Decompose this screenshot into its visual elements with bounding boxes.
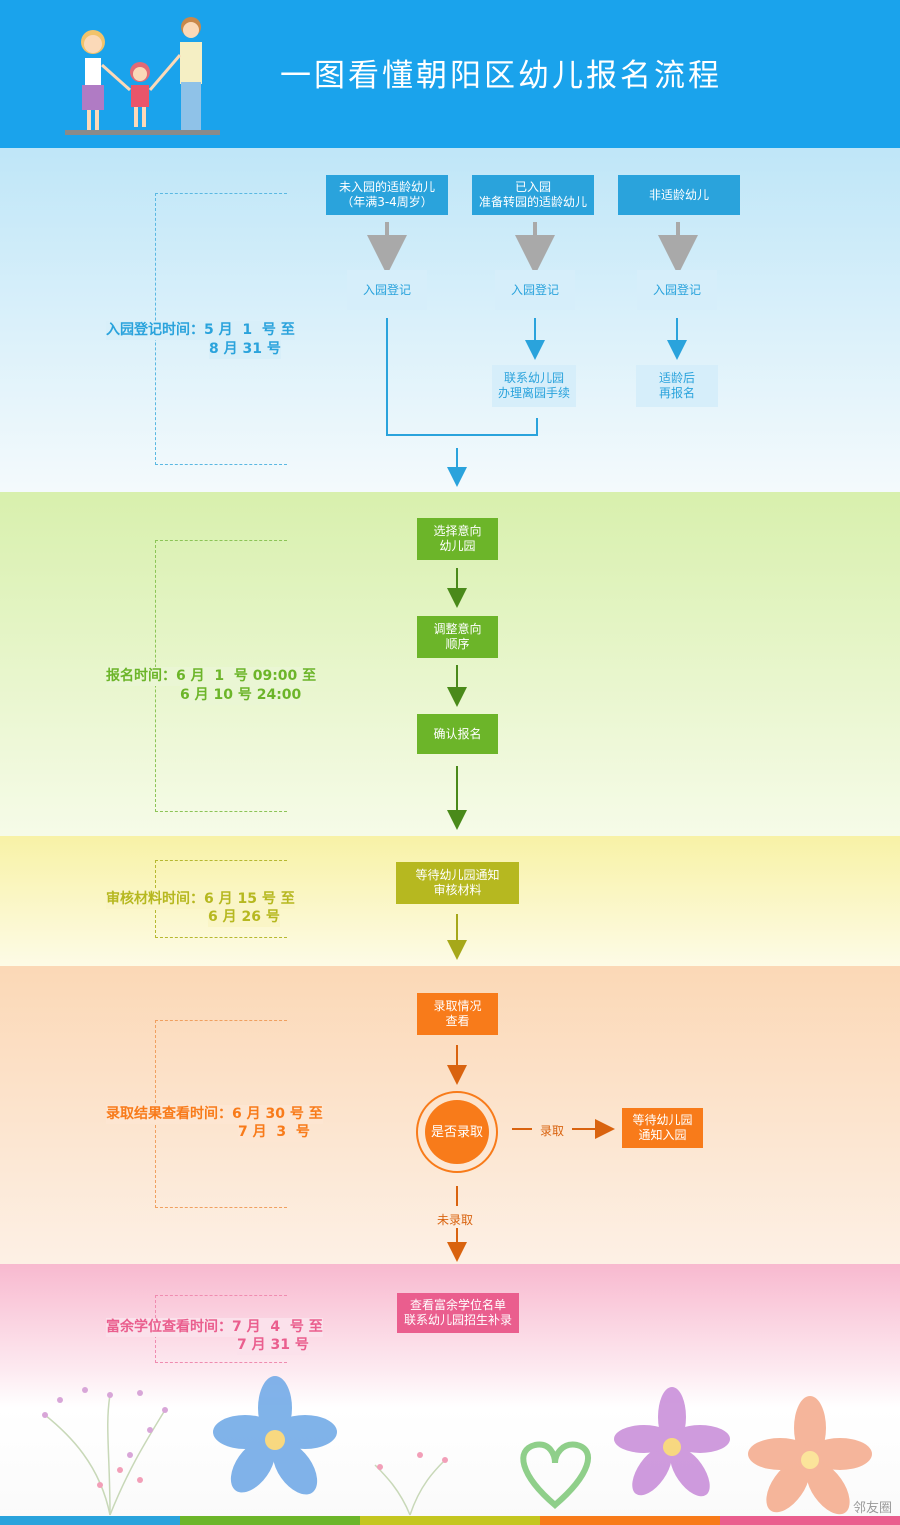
step-register-2: 入园登记 [495,270,575,310]
step-confirm-registration: 确认报名 [417,714,498,754]
step-choose-kindergarten: 选择意向 幼儿园 [417,518,498,560]
step-register-1: 入园登记 [347,270,427,310]
decision-ring [416,1091,498,1173]
footer-bar-yellow [360,1516,540,1525]
registration-time-line1: 入园登记时间：5 月 1 号 至 [106,321,295,340]
step-await-review: 等待幼儿园通知 审核材料 [396,862,519,904]
step-await-enrollment: 等待幼儿园 通知入园 [622,1108,703,1148]
footer-bar-orange [540,1516,720,1525]
review-time-line1: 审核材料时间：6 月 15 号 至 [106,890,295,909]
step-withdraw-current: 联系幼儿园 办理离园手续 [492,365,576,407]
category-transfer: 已入园 准备转园的适龄幼儿 [472,175,594,215]
category-eligible-new: 未入园的适龄幼儿 （年满3-4周岁） [326,175,448,215]
application-time-line2: 6 月 10 号 24:00 [180,686,302,705]
step-register-3: 入园登记 [637,270,717,310]
edge-label-not-admitted: 未录取 [437,1213,474,1227]
registration-time-line2: 8 月 31 号 [209,340,281,359]
admission-time-line1: 录取结果查看时间：6 月 30 号 至 [106,1105,323,1124]
footer-bar-green [180,1516,360,1525]
footer-bar-pink [720,1516,900,1525]
step-adjust-order: 调整意向 顺序 [417,616,498,658]
review-time-line2: 6 月 26 号 [208,908,280,927]
vacancy-time-line2: 7 月 31 号 [237,1336,309,1355]
page-title: 一图看懂朝阳区幼儿报名流程 [280,58,722,94]
watermark: 邻友圈 [852,1501,892,1516]
admission-time-line2: 7 月 3 号 [238,1123,310,1142]
decision-admitted: 是否录取 [425,1100,489,1164]
vacancy-time-line1: 富余学位查看时间：7 月 4 号 至 [106,1318,323,1337]
footer-bar-blue [0,1516,180,1525]
category-ineligible: 非适龄幼儿 [618,175,740,215]
edge-label-admitted: 录取 [540,1124,565,1138]
flower-decoration [42,1376,872,1516]
step-check-vacancies: 查看富余学位名单 联系幼儿园招生补录 [397,1293,519,1333]
step-check-admission: 录取情况 查看 [417,993,498,1035]
step-apply-later: 适龄后 再报名 [636,365,718,407]
application-time-line1: 报名时间：6 月 1 号 09:00 至 [106,667,317,686]
header-banner [0,0,900,148]
family-illustration [65,17,220,135]
